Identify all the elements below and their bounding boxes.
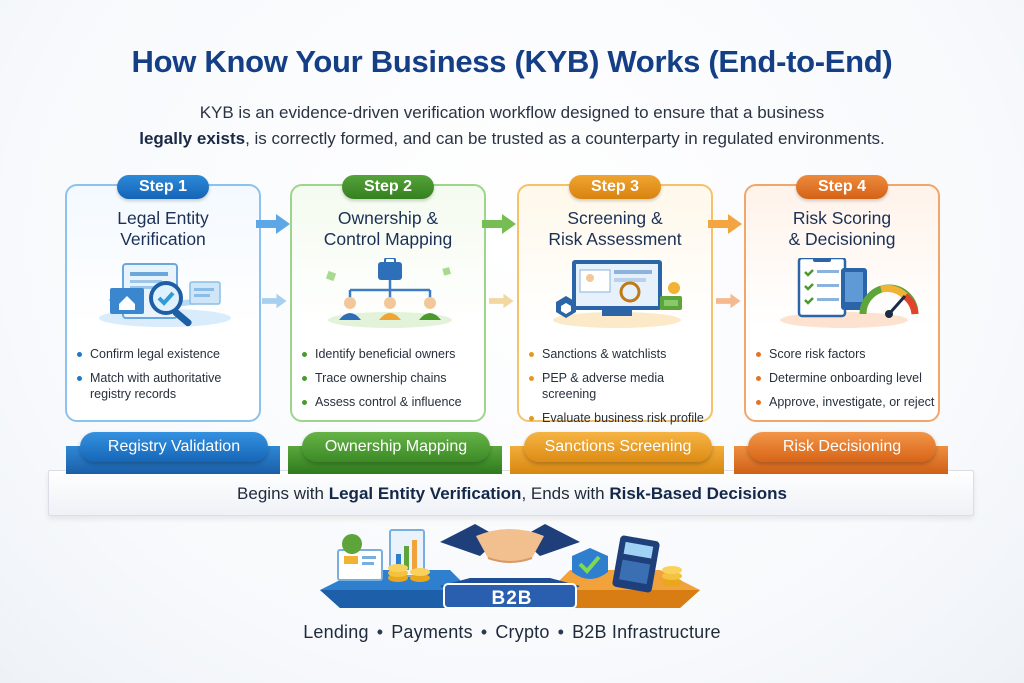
step-title-4: Risk Scoring & Decisioning bbox=[746, 208, 938, 250]
footer-separator: • bbox=[557, 622, 565, 642]
screening-monitor-icon bbox=[553, 260, 682, 328]
footer-item-crypto: Crypto bbox=[495, 622, 550, 642]
step-title-2-line2: Control Mapping bbox=[323, 229, 453, 249]
org-chart-icon bbox=[325, 258, 452, 328]
b2b-handshake-illustration bbox=[320, 524, 700, 609]
arrow-right-small-icon bbox=[262, 293, 287, 309]
step-1-bullet-2: Match with authoritative registry record… bbox=[77, 370, 259, 402]
intro-text: KYB is an evidence-driven verification w… bbox=[80, 100, 944, 152]
step-title-1-line2: Verification bbox=[120, 229, 206, 249]
intro-line2: , is correctly formed, and can be truste… bbox=[245, 129, 885, 148]
step-badge-4: Step 4 bbox=[796, 175, 888, 199]
stage-pill-registry-validation: Registry Validation bbox=[80, 432, 268, 462]
step-3-bullet-1: Sanctions & watchlists bbox=[529, 346, 711, 362]
step-bullets-3: Sanctions & watchlists PEP & adverse med… bbox=[529, 346, 711, 434]
step-4-bullet-1: Score risk factors bbox=[756, 346, 938, 362]
intro-bold: legally exists bbox=[139, 129, 246, 148]
arrow-right-small-icon bbox=[489, 293, 514, 309]
step-card-2: Step 2 Ownership & Control Mapping Ident… bbox=[290, 175, 486, 422]
summary-prefix: Begins with bbox=[237, 484, 329, 503]
footer-item-b2b-infrastructure: B2B Infrastructure bbox=[572, 622, 721, 642]
page-title: How Know Your Business (KYB) Works (End-… bbox=[131, 44, 893, 79]
step-3-bullet-2: PEP & adverse media screening bbox=[529, 370, 711, 402]
step-bullets-4: Score risk factors Determine onboarding … bbox=[756, 346, 938, 418]
stage-pill-sanctions-screening: Sanctions Screening bbox=[524, 432, 712, 462]
summary-middle: , Ends with bbox=[521, 484, 610, 503]
arrow-right-icon bbox=[482, 214, 516, 234]
step-card-3: Step 3 Screening & Risk Assessment Sanct… bbox=[517, 175, 713, 425]
step-3-bullet-3: Evaluate business risk profile bbox=[529, 410, 711, 426]
step-title-3-line2: Risk Assessment bbox=[548, 229, 682, 249]
step-badge-2: Step 2 bbox=[342, 175, 434, 199]
step-card-4: Step 4 Risk Scoring & Decisioning Score … bbox=[744, 175, 940, 422]
summary-text: Begins with Legal Entity Verification, E… bbox=[0, 484, 1024, 504]
risk-gauge-icon bbox=[780, 258, 919, 328]
footer-item-lending: Lending bbox=[303, 622, 369, 642]
step-4-bullet-3: Approve, investigate, or reject bbox=[756, 394, 938, 410]
summary-end: Risk-Based Decisions bbox=[609, 484, 787, 503]
b2b-label: B2B bbox=[491, 588, 533, 609]
step-bullets-2: Identify beneficial owners Trace ownersh… bbox=[302, 346, 484, 418]
step-2-bullet-3: Assess control & influence bbox=[302, 394, 484, 410]
step-title-4-line1: Risk Scoring bbox=[792, 208, 892, 228]
footer-item-payments: Payments bbox=[391, 622, 473, 642]
step-title-3-line1: Screening & bbox=[567, 208, 663, 228]
arrow-right-icon bbox=[256, 214, 290, 234]
arrow-right-icon bbox=[708, 214, 742, 234]
summary-start: Legal Entity Verification bbox=[328, 484, 522, 503]
step-title-2: Ownership & Control Mapping bbox=[292, 208, 484, 250]
step-title-2-line1: Ownership & bbox=[337, 208, 439, 228]
step-title-4-line2: & Decisioning bbox=[788, 229, 896, 249]
step-title-3: Screening & Risk Assessment bbox=[519, 208, 711, 250]
step-badge-1: Step 1 bbox=[117, 175, 209, 199]
step-1-bullet-1: Confirm legal existence bbox=[77, 346, 259, 362]
use-cases-footer: Lending • Payments • Crypto • B2B Infrastructu… bbox=[0, 622, 1024, 643]
step-title-1-line1: Legal Entity bbox=[117, 208, 209, 228]
step-2-bullet-1: Identify beneficial owners bbox=[302, 346, 484, 362]
intro-line1: KYB is an evidence-driven verification w… bbox=[199, 103, 825, 122]
stage-pill-ownership-mapping: Ownership Mapping bbox=[302, 432, 490, 462]
step-bullets-1: Confirm legal existence Match with autho… bbox=[77, 346, 259, 410]
step-card-1: Step 1 Legal Entity Verification Confirm… bbox=[65, 175, 261, 422]
step-title-1: Legal Entity Verification bbox=[67, 208, 259, 250]
step-2-bullet-2: Trace ownership chains bbox=[302, 370, 484, 386]
footer-separator: • bbox=[480, 622, 488, 642]
step-4-bullet-2: Determine onboarding level bbox=[756, 370, 938, 386]
document-magnifier-icon bbox=[99, 263, 231, 327]
arrow-right-small-icon bbox=[716, 293, 741, 309]
step-badge-3: Step 3 bbox=[569, 175, 661, 199]
stage-pill-risk-decisioning: Risk Decisioning bbox=[748, 432, 936, 462]
footer-separator: • bbox=[376, 622, 384, 642]
